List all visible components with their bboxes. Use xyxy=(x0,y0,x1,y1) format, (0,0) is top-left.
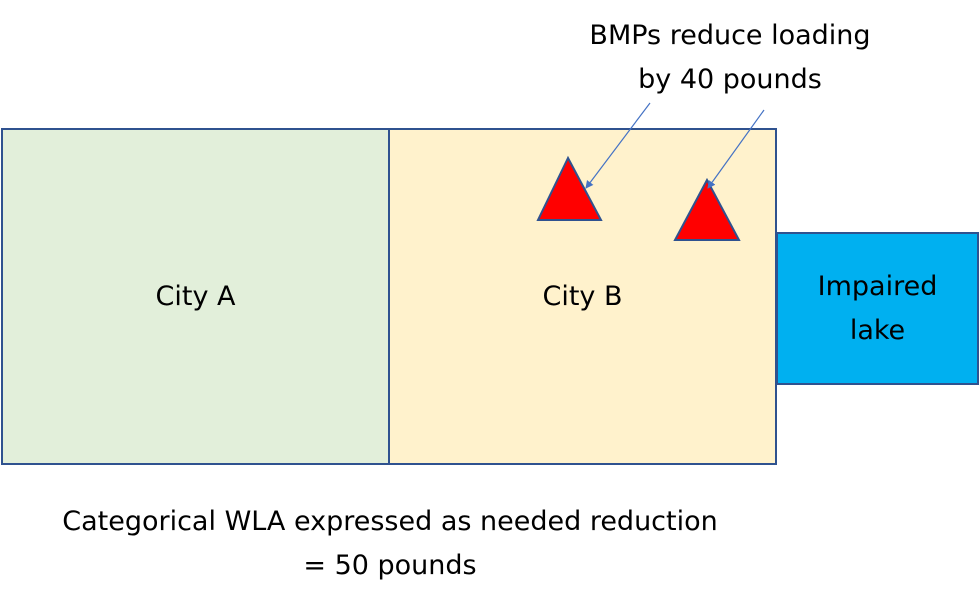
city-a-area: City A xyxy=(1,128,390,465)
impaired-lake: Impaired lake xyxy=(776,232,979,385)
pointer-arrow xyxy=(707,109,765,189)
pointer-arrow xyxy=(585,102,651,189)
bmp-note: BMPs reduce loading by 40 pounds xyxy=(540,14,920,102)
bmp-note-line2: by 40 pounds xyxy=(638,64,822,95)
city-a-label: City A xyxy=(155,280,236,312)
lake-label-line2: lake xyxy=(849,314,906,346)
wla-note: Categorical WLA expressed as needed redu… xyxy=(0,500,780,588)
lake-label-line1: Impaired xyxy=(817,270,938,302)
wla-note-line2: = 50 pounds xyxy=(303,550,477,581)
bmp-note-line1: BMPs reduce loading xyxy=(589,20,871,51)
city-b-label: City B xyxy=(542,280,623,312)
wla-note-line1: Categorical WLA expressed as needed redu… xyxy=(62,506,718,537)
bmp-triangle-icon xyxy=(673,177,741,241)
bmp-triangle-icon xyxy=(536,155,603,221)
